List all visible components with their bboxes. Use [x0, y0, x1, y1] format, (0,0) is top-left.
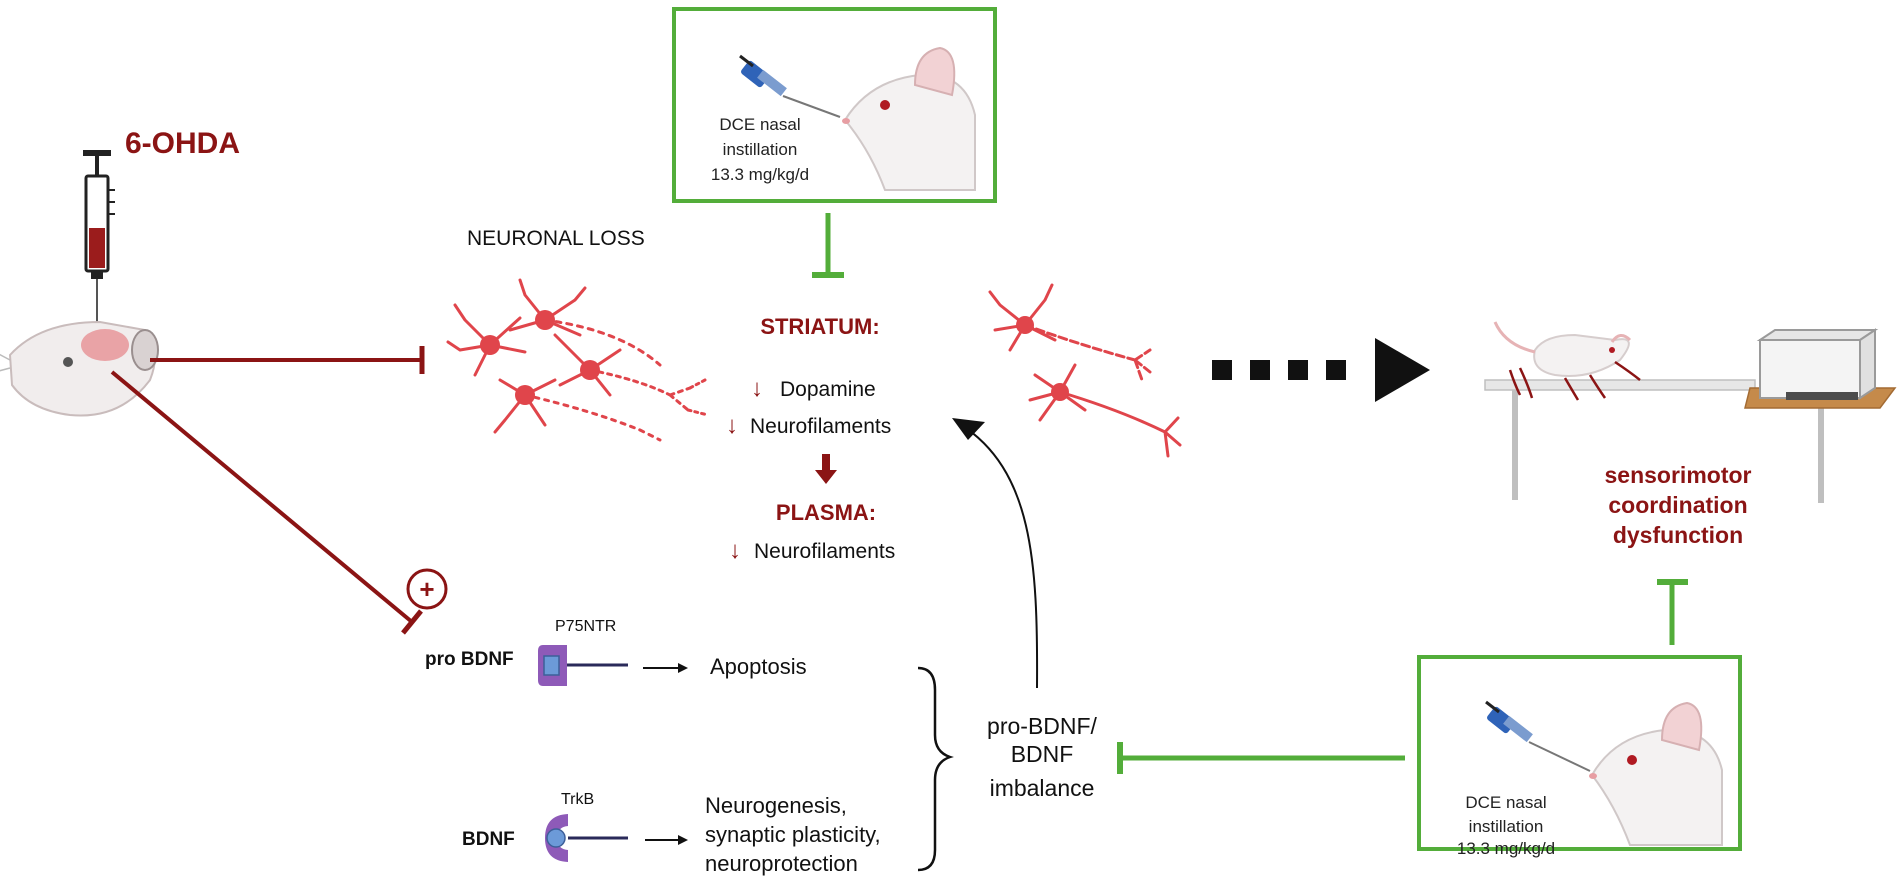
outcome-line2: coordination: [1608, 492, 1747, 518]
treatment-top-line1: DCE nasal: [719, 115, 800, 134]
rat-on-beam-icon: [1493, 321, 1641, 401]
plasma-title: PLASMA:: [776, 500, 876, 525]
toxin-label: 6-OHDA: [125, 127, 240, 160]
neurons-right-icon: [988, 283, 1182, 458]
apoptosis-label: Apoptosis: [710, 654, 807, 679]
striatum-neurofilaments-arrow: ↓: [726, 412, 738, 439]
plus-circle-icon: +: [406, 568, 448, 610]
degenerated-neurons-icon: [446, 278, 710, 442]
probdnf-label: pro BDNF: [425, 649, 514, 670]
pipette-icon: [739, 54, 841, 118]
trkb-outcome-line2: synaptic plasticity,: [705, 822, 881, 847]
striatum-neurofilaments: Neurofilaments: [750, 415, 891, 438]
trkb-label: TrkB: [561, 791, 594, 808]
treatment-bottom-dose: 13.3 mg/kg/d: [1457, 839, 1555, 858]
striatum-dopamine: Dopamine: [780, 378, 876, 401]
curly-brace: [917, 666, 954, 872]
plasma-neurofilaments-arrow: ↓: [729, 537, 741, 564]
treatment-bottom-line2: instillation: [1469, 817, 1544, 836]
imbalance-line2: BDNF: [1011, 741, 1074, 767]
p75ntr-label: P75NTR: [555, 618, 616, 635]
striatum-dopamine-arrow: ↓: [751, 375, 763, 402]
rat-head-bottom-icon: [1589, 701, 1723, 846]
neuron-right-somata: [1016, 316, 1069, 401]
treatment-bottom-line1: DCE nasal: [1465, 793, 1546, 812]
imbalance-line3: imbalance: [990, 775, 1095, 801]
imbalance-line1: pro-BDNF/: [987, 713, 1098, 739]
bdnf-label: BDNF: [462, 829, 515, 850]
striatum-title: STRIATUM:: [760, 314, 879, 339]
syringe-icon: [83, 150, 115, 322]
mouse-head-left-icon: [0, 320, 159, 417]
trkb-outcome-line3: neuroprotection: [705, 851, 858, 876]
imbalance-to-neurons-arrow: [959, 423, 1039, 689]
dotted-arrow-icon: [1212, 338, 1430, 402]
outcome-line1: sensorimotor: [1605, 462, 1752, 488]
neuron-somata: [480, 310, 600, 405]
treatment-top-dose: 13.3 mg/kg/d: [711, 165, 809, 184]
plasma-neurofilaments: Neurofilaments: [754, 540, 895, 563]
beam-walk-apparatus-icon: [1484, 328, 1897, 503]
plus-symbol: +: [419, 574, 434, 604]
trkb-receptor-icon: [545, 814, 628, 862]
outcome-line3: dysfunction: [1613, 522, 1743, 548]
inhibit-probdnf-line: [110, 370, 414, 624]
imbalance-arrow-head: [952, 418, 985, 440]
trkb-outcome-line1: Neurogenesis,: [705, 793, 847, 818]
pipette-bottom-icon: [1485, 700, 1591, 772]
striatum-to-plasma-arrow-icon: [815, 454, 837, 484]
inhibit-probdnf-bar: [401, 609, 423, 635]
rat-head-top-icon: [842, 46, 976, 191]
treatment-top-line2: instillation: [723, 140, 798, 159]
p75ntr-receptor-icon: [538, 645, 628, 686]
neuronal-loss-label: NEURONAL LOSS: [467, 227, 645, 250]
